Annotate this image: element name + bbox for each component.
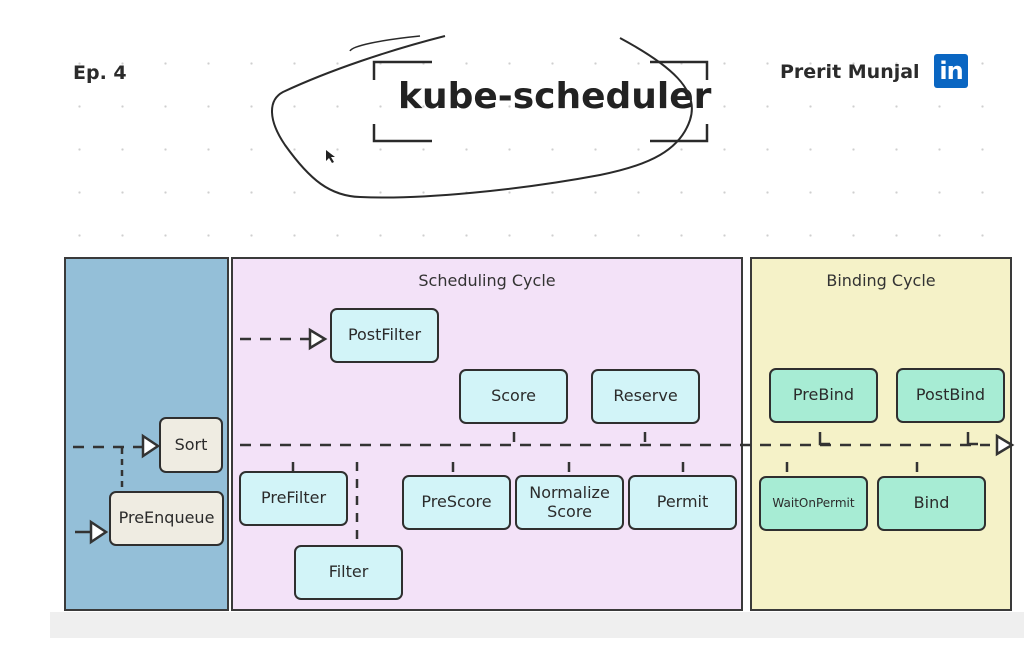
node-postbind: PostBind — [896, 368, 1005, 423]
node-permit: Permit — [628, 475, 737, 530]
linkedin-icon: in — [934, 54, 968, 88]
node-score: Score — [459, 369, 568, 424]
episode-label: Ep. 4 — [73, 62, 127, 84]
binding-cycle-title: Binding Cycle — [826, 271, 936, 290]
node-postfilter: PostFilter — [330, 308, 439, 363]
node-prebind: PreBind — [769, 368, 878, 423]
node-waitonpermit: WaitOnPermit — [759, 476, 868, 531]
node-filter: Filter — [294, 545, 403, 600]
node-prescore: PreScore — [402, 475, 511, 530]
bottom-strip — [50, 612, 1024, 638]
node-normalize-score: Normalize Score — [515, 475, 624, 530]
node-bind: Bind — [877, 476, 986, 531]
scheduling-cycle-title: Scheduling Cycle — [418, 271, 556, 290]
binding-cycle-panel: Binding Cycle — [750, 257, 1012, 611]
node-sort: Sort — [159, 417, 223, 473]
node-preenqueue: PreEnqueue — [109, 491, 224, 546]
node-reserve: Reserve — [591, 369, 700, 424]
node-prefilter: PreFilter — [239, 471, 348, 526]
author-name: Prerit Munjal — [780, 61, 920, 83]
page-title: kube-scheduler — [398, 76, 712, 117]
